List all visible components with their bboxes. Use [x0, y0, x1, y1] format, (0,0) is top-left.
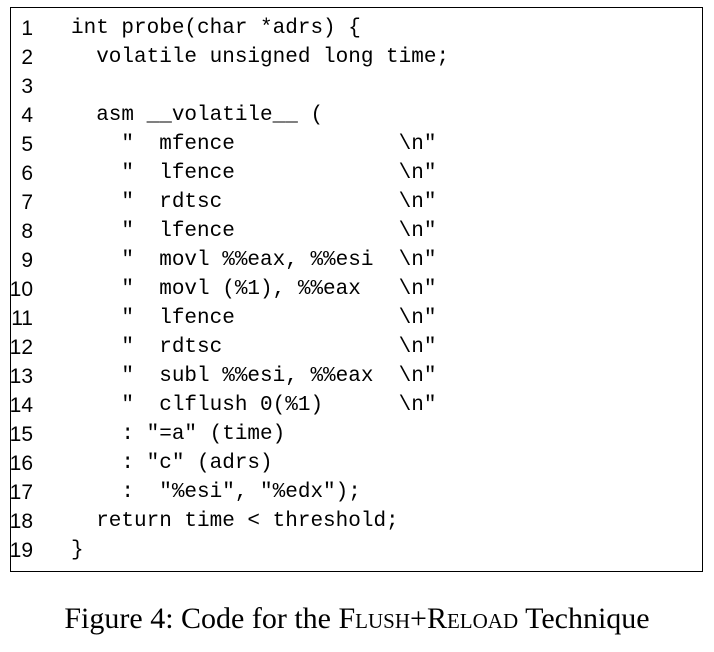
- line-number: 9: [21, 249, 33, 272]
- line-code: : "%esi", "%edx");: [71, 481, 361, 504]
- line-number: 14: [9, 394, 33, 417]
- figure-caption: Figure 4: Code for the Flush+Reload Tech…: [0, 601, 714, 637]
- code-line: 3: [11, 72, 702, 101]
- line-code: asm __volatile__ (: [71, 104, 324, 127]
- code-line: 12 " rdtsc \n": [9, 333, 702, 362]
- line-number: 19: [9, 539, 33, 562]
- caption-technique-name-part2: Reload: [426, 602, 519, 635]
- code-line: 19 }: [9, 536, 702, 565]
- line-code: " movl %%eax, %%esi \n": [71, 249, 437, 272]
- line-number: 15: [9, 423, 33, 446]
- line-number: 12: [9, 336, 33, 359]
- line-number: 6: [21, 162, 33, 185]
- caption-prefix: Figure 4: Code for the: [64, 602, 339, 635]
- code-line: 11 " lfence \n": [11, 304, 702, 333]
- line-code: return time < threshold;: [71, 510, 399, 533]
- caption-plus-sign: +: [410, 602, 427, 635]
- code-line: 8 " lfence \n": [11, 217, 702, 246]
- code-line: 15 : "=a" (time): [9, 420, 702, 449]
- line-number: 3: [21, 75, 33, 98]
- code-line: 7 " rdtsc \n": [11, 188, 702, 217]
- line-code: " lfence \n": [71, 220, 437, 243]
- caption-suffix: Technique: [518, 602, 650, 635]
- line-code: " lfence \n": [71, 307, 437, 330]
- line-number: 4: [21, 104, 33, 127]
- line-code: int probe(char *adrs) {: [71, 17, 361, 40]
- line-number: 5: [21, 133, 33, 156]
- line-code: " rdtsc \n": [71, 191, 437, 214]
- code-line: 10 " movl (%1), %%eax \n": [9, 275, 702, 304]
- line-code: }: [71, 539, 84, 562]
- code-line: 13 " subl %%esi, %%eax \n": [9, 362, 702, 391]
- line-number: 16: [9, 452, 33, 475]
- line-number: 11: [11, 307, 33, 330]
- line-number: 8: [21, 220, 33, 243]
- code-listing-box: 1 int probe(char *adrs) { 2 volatile uns…: [10, 7, 703, 572]
- line-code: " subl %%esi, %%eax \n": [71, 365, 437, 388]
- code-line: 6 " lfence \n": [11, 159, 702, 188]
- line-number: 13: [9, 365, 33, 388]
- code-line: 14 " clflush 0(%1) \n": [9, 391, 702, 420]
- code-line: 2 volatile unsigned long time;: [11, 43, 702, 72]
- line-number: 18: [9, 510, 33, 533]
- line-code: " clflush 0(%1) \n": [71, 394, 437, 417]
- code-line: 18 return time < threshold;: [9, 507, 702, 536]
- line-code: : "=a" (time): [71, 423, 286, 446]
- code-line: 16 : "c" (adrs): [9, 449, 702, 478]
- line-number: 1: [21, 17, 33, 40]
- line-number: 17: [9, 481, 33, 504]
- line-code: " mfence \n": [71, 133, 437, 156]
- code-line: 1 int probe(char *adrs) {: [11, 14, 702, 43]
- code-line: 4 asm __volatile__ (: [11, 101, 702, 130]
- line-code: volatile unsigned long time;: [71, 46, 450, 69]
- code-line: 17 : "%esi", "%edx");: [9, 478, 702, 507]
- line-code: : "c" (adrs): [71, 452, 273, 475]
- caption-technique-name-part1: Flush: [338, 602, 411, 635]
- line-code: " lfence \n": [71, 162, 437, 185]
- line-number: 10: [9, 278, 33, 301]
- code-line: 9 " movl %%eax, %%esi \n": [11, 246, 702, 275]
- code-line: 5 " mfence \n": [11, 130, 702, 159]
- line-code: " movl (%1), %%eax \n": [71, 278, 437, 301]
- line-number: 2: [21, 46, 33, 69]
- line-code: " rdtsc \n": [71, 336, 437, 359]
- line-number: 7: [21, 191, 33, 214]
